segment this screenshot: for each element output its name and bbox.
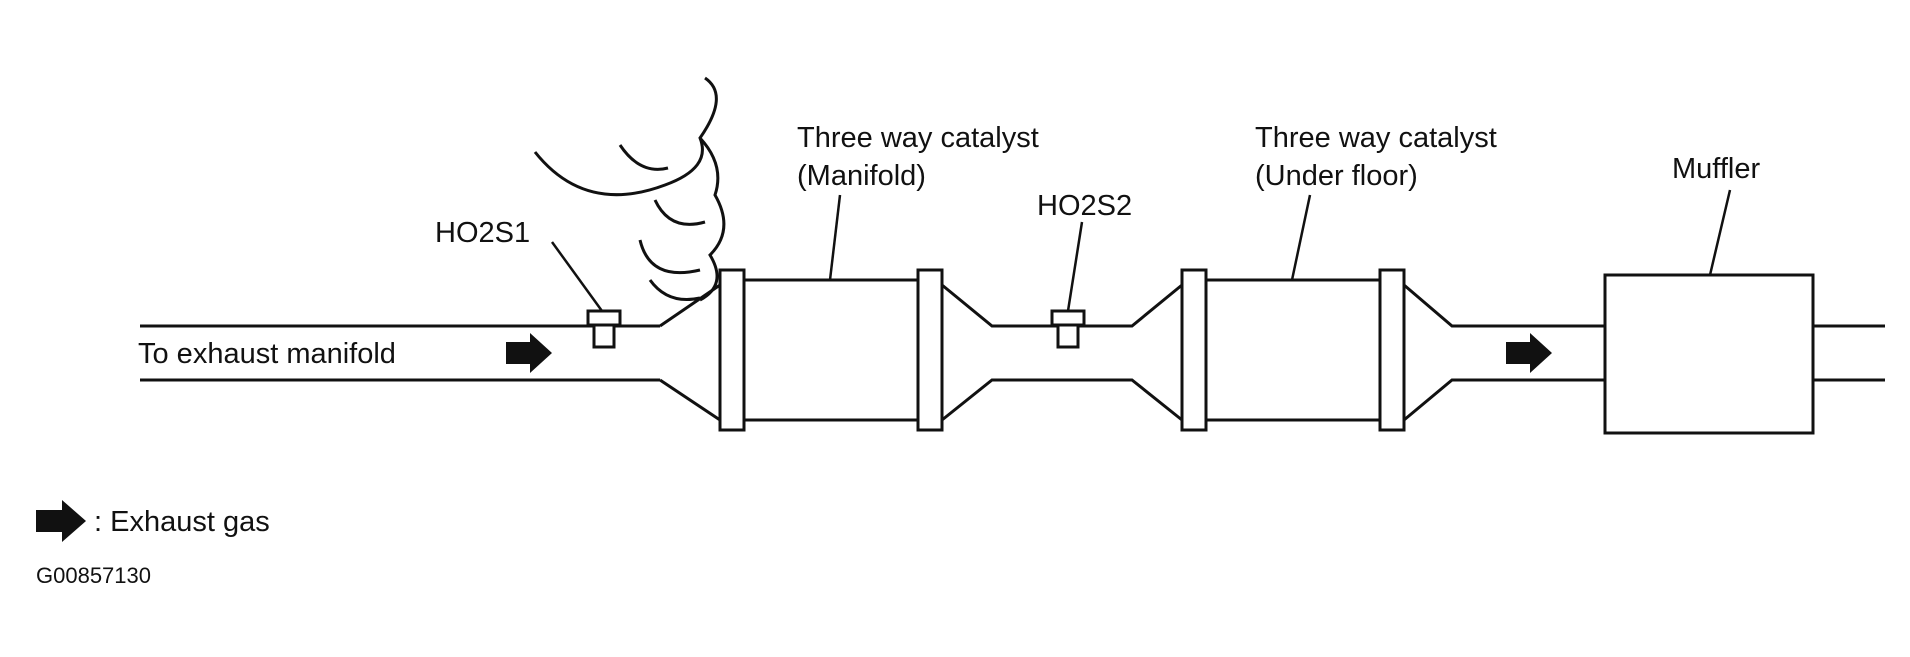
- catalyst-manifold-leader: [828, 194, 842, 281]
- middle-pipe: [941, 283, 1183, 422]
- ho2s2-leader: [1066, 221, 1084, 312]
- catalyst-under-floor: [1180, 268, 1406, 432]
- figure-id: G00857130: [36, 563, 151, 588]
- catalyst-under-floor-label-line2: (Under floor): [1255, 160, 1418, 192]
- catalyst-under-floor-label-line1: Three way catalyst: [1255, 122, 1497, 154]
- muffler-leader: [1708, 189, 1732, 276]
- ho2s2-label: HO2S2: [1037, 190, 1132, 222]
- catalyst-under-floor-leader: [1290, 194, 1312, 281]
- legend-arrow-icon: [36, 500, 86, 542]
- rear-pipe: [1403, 283, 1605, 422]
- catalyst-manifold-label-line1: Three way catalyst: [797, 122, 1039, 154]
- catalyst-manifold-label-line2: (Manifold): [797, 160, 926, 192]
- legend-exhaust-gas-label: : Exhaust gas: [94, 506, 270, 538]
- ho2s1-leader: [550, 241, 604, 312]
- muffler-label: Muffler: [1672, 153, 1760, 185]
- exhaust-manifold-cloud: [533, 76, 726, 302]
- exhaust-flow-arrow-outlet: [1506, 333, 1552, 373]
- legend: : Exhaust gas: [36, 500, 270, 542]
- ho2s1-sensor: [586, 309, 622, 349]
- muffler: [1603, 273, 1885, 435]
- inlet-pipe: [140, 283, 721, 422]
- exhaust-flow-arrow-inlet: [506, 333, 552, 373]
- to-exhaust-manifold-label: To exhaust manifold: [138, 338, 396, 370]
- ho2s2-sensor: [1050, 309, 1086, 349]
- ho2s1-label: HO2S1: [435, 217, 530, 249]
- catalyst-manifold: [718, 268, 944, 432]
